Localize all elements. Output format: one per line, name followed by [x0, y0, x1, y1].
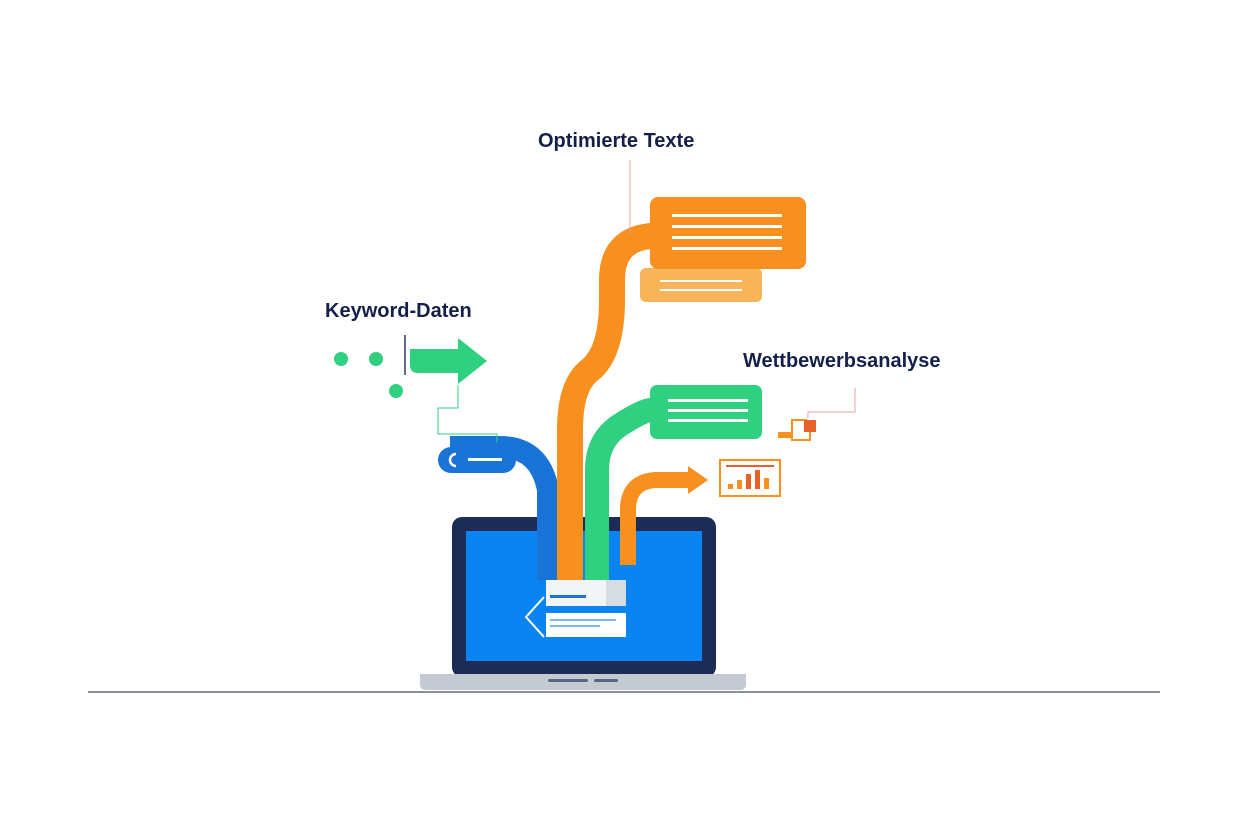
laptop: [420, 517, 746, 690]
connector-line-left: [437, 385, 498, 443]
doc-corner: [804, 420, 816, 432]
blue-pill-icon: [448, 452, 457, 468]
orange-stream: [557, 223, 680, 580]
doc-tab: [778, 432, 792, 438]
connector-line-right: [807, 388, 856, 418]
orange-card: [650, 197, 806, 269]
laptop-trackpad-mark: [548, 679, 588, 682]
orange-card-line-4: [672, 247, 782, 250]
label-keyword-data: Keyword-Daten: [325, 300, 472, 322]
label-competitor-analysis: Wettbewerbsanalyse: [743, 350, 941, 372]
screen-card-line: [550, 595, 586, 598]
document-icon: [778, 388, 856, 441]
orange-card-line: [672, 214, 782, 217]
chart-bar: [755, 470, 760, 489]
green-flow: [585, 385, 762, 580]
screen-card-top-side: [606, 580, 626, 606]
green-stream: [585, 398, 690, 580]
keyword-dot: [334, 352, 348, 366]
orange-card-line-2: [672, 225, 782, 228]
screen-card-line-3: [550, 625, 600, 627]
keyword-dot: [389, 384, 403, 398]
chart-bar: [728, 484, 733, 489]
keyword-elements: [334, 335, 498, 443]
chevron-left-icon: [524, 596, 545, 638]
orange-card-back: [640, 268, 762, 302]
arrow-right-icon: [688, 466, 708, 494]
blue-pill-line: [468, 458, 502, 461]
orange-card-back-line-2: [660, 289, 742, 291]
orange-arrow-flow: [620, 459, 781, 565]
orange-arrow-stream: [620, 472, 692, 565]
green-card-line: [668, 399, 748, 402]
green-card-line-3: [668, 419, 748, 422]
chart-bar: [746, 474, 751, 489]
keyword-dot: [369, 352, 383, 366]
laptop-trackpad-mark-2: [594, 679, 618, 682]
green-card-line-2: [668, 409, 748, 412]
blue-flow: [438, 436, 559, 580]
arrow-right-icon: [410, 338, 487, 384]
screen-card-line-2: [550, 619, 616, 621]
chart-top-line: [726, 465, 774, 467]
orange-card-line-3: [672, 236, 782, 239]
orange-card-back-line: [660, 280, 742, 282]
chart-bar: [764, 478, 769, 489]
orange-flow: [557, 160, 806, 580]
chart-bar: [737, 480, 742, 489]
label-optimized-texts: Optimierte Texte: [538, 130, 695, 152]
